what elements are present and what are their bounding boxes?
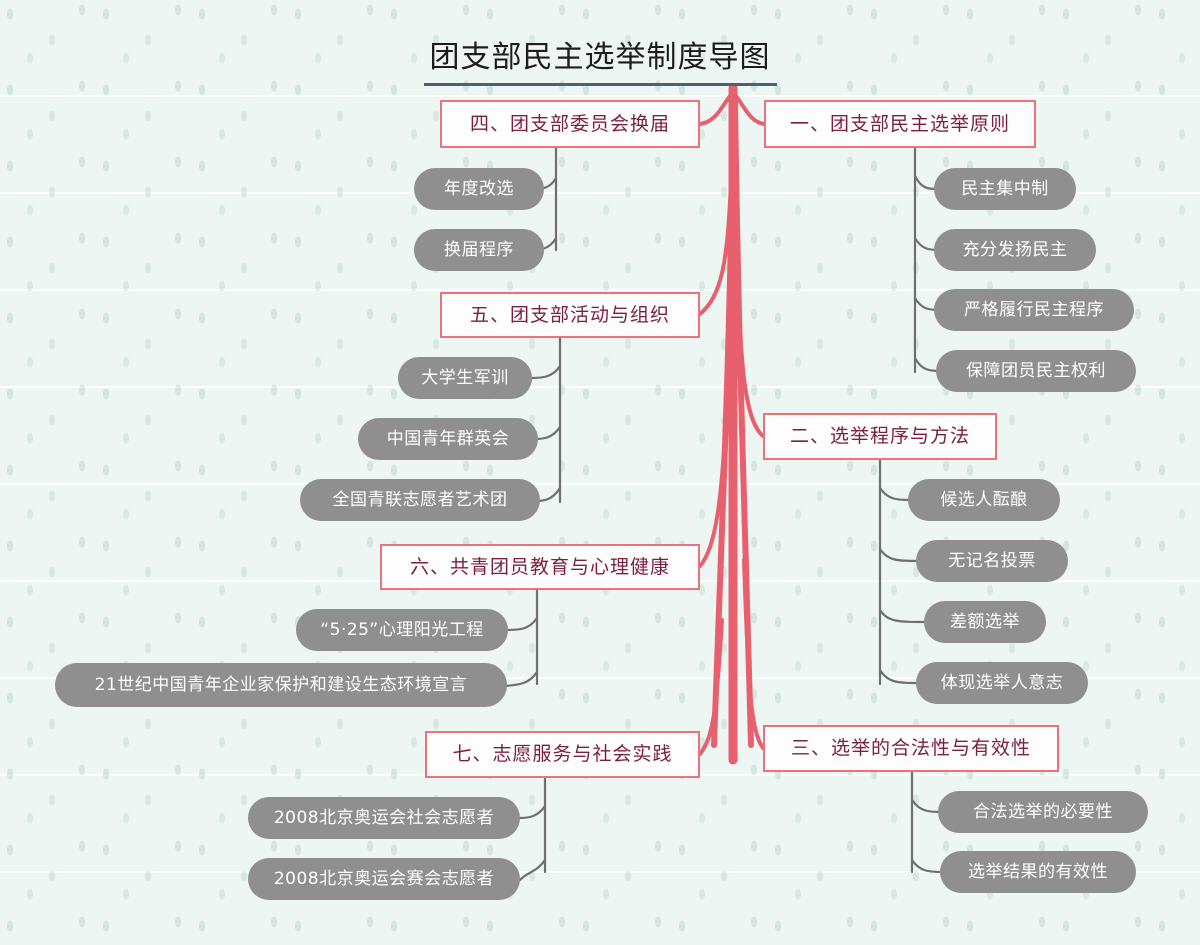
branch-node-2[interactable]: 二、选举程序与方法 [763, 413, 997, 460]
leaf-label: 2008北京奥运会赛会志愿者 [273, 868, 495, 889]
branch-label: 四、团支部委员会换届 [469, 112, 670, 135]
leaf-label: 中国青年群英会 [386, 428, 510, 449]
leaf-label: 候选人酝酿 [940, 489, 1028, 510]
leaf-label: “5·25”心理阳光工程 [320, 619, 484, 640]
leaf-node[interactable]: 全国青联志愿者艺术团 [300, 479, 540, 521]
leaf-label: 体现选举人意志 [940, 672, 1064, 693]
leaf-label: 换届程序 [444, 239, 514, 260]
branch-node-1[interactable]: 一、团支部民主选举原则 [764, 100, 1036, 148]
leaf-label: 大学生军训 [421, 367, 509, 388]
leaf-label: 无记名投票 [948, 550, 1036, 571]
leaf-node[interactable]: 候选人酝酿 [908, 479, 1060, 521]
leaf-node[interactable]: 体现选举人意志 [916, 662, 1088, 704]
leaf-node[interactable]: 换届程序 [414, 229, 544, 271]
branch-node-6[interactable]: 六、共青团员教育与心理健康 [380, 544, 700, 590]
branch-label: 一、团支部民主选举原则 [789, 112, 1010, 135]
leaf-node[interactable]: 中国青年群英会 [358, 418, 538, 460]
leaf-label: 选举结果的有效性 [968, 861, 1108, 882]
leaf-node[interactable]: 无记名投票 [916, 540, 1068, 582]
leaf-label: 全国青联志愿者艺术团 [332, 489, 508, 510]
branch-node-3[interactable]: 三、选举的合法性与有效性 [763, 725, 1059, 772]
branch-label: 三、选举的合法性与有效性 [790, 737, 1031, 760]
leaf-label: 保障团员民主权利 [966, 360, 1106, 381]
branch-label: 七、志愿服务与社会实践 [452, 743, 673, 766]
branch-node-5[interactable]: 五、团支部活动与组织 [440, 292, 700, 338]
page-title: 团支部民主选举制度导图 [423, 38, 777, 86]
leaf-node[interactable]: 2008北京奥运会社会志愿者 [248, 797, 520, 839]
leaf-node[interactable]: 大学生军训 [398, 357, 532, 399]
branch-node-7[interactable]: 七、志愿服务与社会实践 [425, 731, 700, 778]
branch-label: 五、团支部活动与组织 [469, 303, 670, 326]
leaf-node[interactable]: 年度改选 [414, 168, 544, 210]
leaf-label: 民主集中制 [961, 178, 1049, 199]
leaf-node[interactable]: 21世纪中国青年企业家保护和建设生态环境宣言 [55, 663, 507, 707]
leaf-label: 年度改选 [444, 178, 514, 199]
leaf-node[interactable]: 保障团员民主权利 [936, 350, 1136, 392]
leaf-node[interactable]: 选举结果的有效性 [940, 851, 1136, 893]
leaf-node[interactable]: 差额选举 [924, 601, 1046, 643]
leaf-label: 2008北京奥运会社会志愿者 [273, 807, 495, 828]
leaf-node[interactable]: 严格履行民主程序 [934, 289, 1134, 331]
leaf-node[interactable]: 民主集中制 [934, 168, 1076, 210]
mindmap-title: 团支部民主选举制度导图 [0, 38, 1200, 86]
leaf-label: 合法选举的必要性 [973, 801, 1113, 822]
leaf-label: 21世纪中国青年企业家保护和建设生态环境宣言 [94, 674, 468, 695]
leaf-label: 差额选举 [950, 611, 1020, 632]
branch-label: 二、选举程序与方法 [789, 425, 970, 448]
branch-label: 六、共青团员教育与心理健康 [409, 555, 670, 578]
branch-node-4[interactable]: 四、团支部委员会换届 [440, 100, 700, 148]
leaf-node[interactable]: 2008北京奥运会赛会志愿者 [248, 858, 520, 900]
leaf-node[interactable]: “5·25”心理阳光工程 [296, 609, 508, 651]
leaf-node[interactable]: 充分发扬民主 [934, 229, 1096, 271]
leaf-label: 严格履行民主程序 [964, 299, 1104, 320]
leaf-node[interactable]: 合法选举的必要性 [938, 791, 1148, 833]
leaf-label: 充分发扬民主 [962, 239, 1068, 260]
